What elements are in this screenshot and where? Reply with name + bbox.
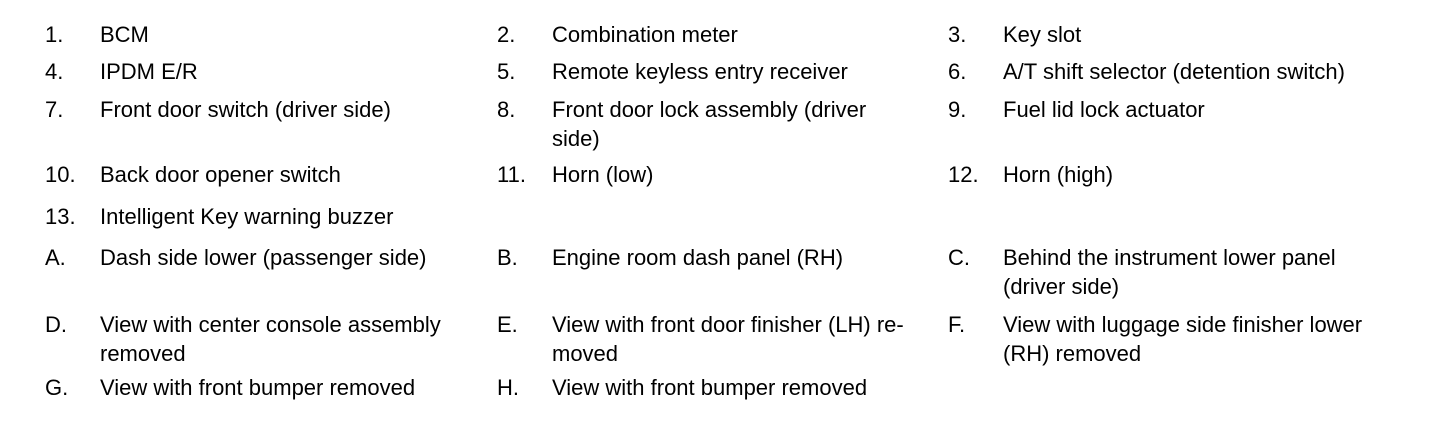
legend-item: 11. Horn (low) (497, 160, 948, 189)
legend-item: A. Dash side lower (passenger side) (45, 243, 497, 301)
legend-item: 2. Combination meter (497, 20, 948, 49)
item-label: 2. (497, 22, 516, 47)
legend-item: H. View with front bumper removed (497, 373, 948, 402)
item-label: 10. (45, 162, 76, 187)
legend-item: 10. Back door opener switch (45, 160, 497, 189)
legend-row: 13. Intelligent Key warning buzzer (45, 202, 1430, 231)
item-text: View with front bumper removed (552, 375, 868, 400)
item-text: Front door switch (driver side) (100, 97, 391, 122)
item-label: 11. (497, 162, 526, 187)
item-text: Key slot (1003, 22, 1082, 47)
item-label: D. (45, 312, 67, 337)
item-text: Fuel lid lock actuator (1003, 97, 1205, 122)
item-text: Horn (low) (552, 162, 654, 187)
item-text: Engine room dash panel (RH) (552, 245, 844, 270)
item-text: Intelligent Key warning buzzer (100, 204, 394, 229)
item-label: 13. (45, 204, 76, 229)
item-label: 12. (948, 162, 979, 187)
legend-item: G. View with front bumper removed (45, 373, 497, 402)
item-text: Remote keyless entry receiver (552, 59, 848, 84)
item-text: Front door lock assembly (driver side) (552, 97, 867, 151)
legend-item: 8. Front door lock assembly (driver side… (497, 95, 948, 153)
legend-item: B. Engine room dash panel (RH) (497, 243, 948, 301)
legend-item: E. View with front door finisher (LH) re… (497, 310, 948, 368)
legend-row: 1. BCM 2. Combination meter 3. Key slot (45, 20, 1430, 49)
item-text: Behind the instrument lower panel (drive… (1003, 245, 1336, 299)
item-text: Combination meter (552, 22, 738, 47)
legend-item: 9. Fuel lid lock actuator (948, 95, 1430, 153)
legend-table: 1. BCM 2. Combination meter 3. Key slot … (45, 20, 1430, 402)
item-text: IPDM E/R (100, 59, 198, 84)
item-text: View with luggage side finisher lower (R… (1003, 312, 1363, 366)
item-label: 7. (45, 97, 64, 122)
item-text: Dash side lower (passenger side) (100, 245, 427, 270)
legend-item: 5. Remote keyless entry receiver (497, 57, 948, 86)
item-label: C. (948, 245, 970, 270)
item-label: B. (497, 245, 518, 270)
legend-row: G. View with front bumper removed H. Vie… (45, 373, 1430, 402)
item-label: 6. (948, 59, 967, 84)
item-label: 4. (45, 59, 64, 84)
legend-row: 4. IPDM E/R 5. Remote keyless entry rece… (45, 57, 1430, 86)
legend-row: 7. Front door switch (driver side) 8. Fr… (45, 95, 1430, 153)
legend-item: 6. A/T shift selector (detention switch) (948, 57, 1430, 86)
legend-item: C. Behind the instrument lower panel (dr… (948, 243, 1430, 301)
item-label: H. (497, 375, 519, 400)
legend-item: 13. Intelligent Key warning buzzer (45, 202, 497, 231)
item-text: A/T shift selector (detention switch) (1003, 59, 1345, 84)
item-text: View with center console assembly remove… (100, 312, 441, 366)
item-text: Horn (high) (1003, 162, 1114, 187)
item-label: G. (45, 375, 69, 400)
item-label: F. (948, 312, 966, 337)
legend-row: 10. Back door opener switch 11. Horn (lo… (45, 160, 1430, 189)
legend-item: D. View with center console assembly rem… (45, 310, 497, 368)
legend-item: F. View with luggage side finisher lower… (948, 310, 1430, 368)
item-label: A. (45, 245, 66, 270)
legend-row: A. Dash side lower (passenger side) B. E… (45, 243, 1430, 301)
legend-row: D. View with center console assembly rem… (45, 310, 1430, 368)
item-text: View with front door finisher (LH) re- m… (552, 312, 904, 366)
item-text: BCM (100, 22, 149, 47)
legend-item: 3. Key slot (948, 20, 1430, 49)
legend-item: 7. Front door switch (driver side) (45, 95, 497, 153)
item-text: Back door opener switch (100, 162, 341, 187)
item-label: E. (497, 312, 518, 337)
item-label: 9. (948, 97, 967, 122)
legend-item: 1. BCM (45, 20, 497, 49)
item-label: 8. (497, 97, 516, 122)
item-label: 3. (948, 22, 967, 47)
item-label: 1. (45, 22, 64, 47)
item-label: 5. (497, 59, 516, 84)
item-text: View with front bumper removed (100, 375, 416, 400)
legend-item: 4. IPDM E/R (45, 57, 497, 86)
legend-item: 12. Horn (high) (948, 160, 1430, 189)
